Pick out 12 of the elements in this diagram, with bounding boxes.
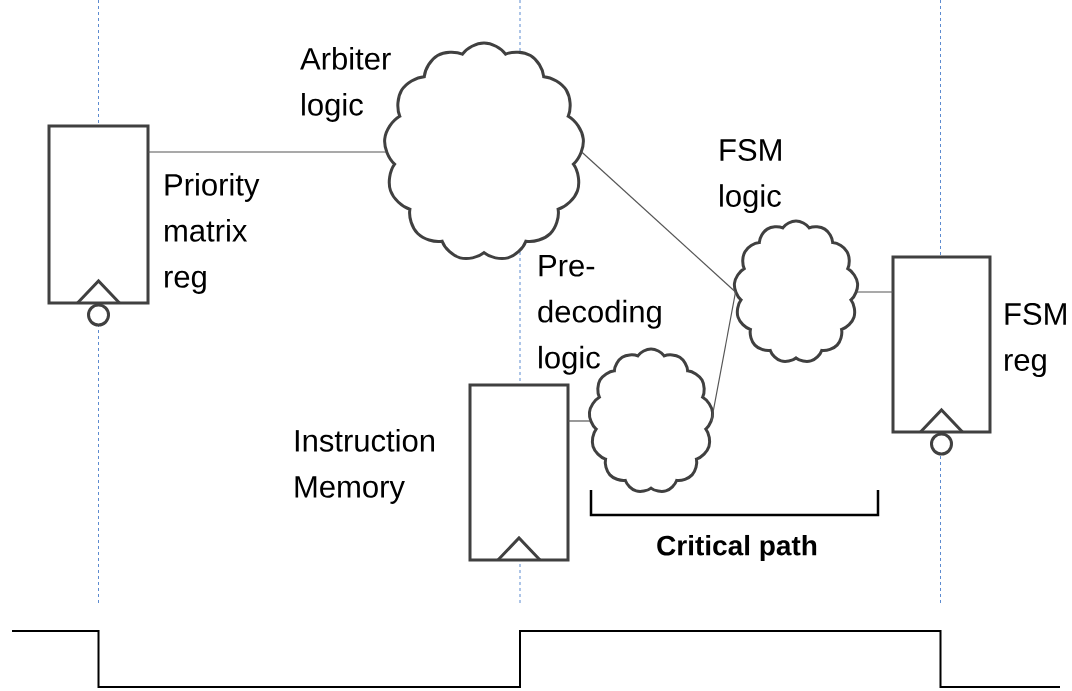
connector-line	[147, 151, 387, 153]
connector-line	[710, 291, 737, 422]
connector-line	[855, 291, 894, 293]
block-label: FSM reg	[1005, 303, 1066, 378]
path-label: Critical path	[657, 534, 817, 562]
block-label: Priority matrix reg	[165, 173, 260, 294]
connector-line	[581, 151, 737, 293]
block-label: Arbiter logic	[300, 47, 391, 122]
connector-line	[567, 420, 592, 422]
block-label: Instruction Memory	[295, 429, 434, 504]
block-label: FSM logic	[720, 139, 781, 214]
block-label: Pre- decoding logic	[538, 255, 661, 375]
